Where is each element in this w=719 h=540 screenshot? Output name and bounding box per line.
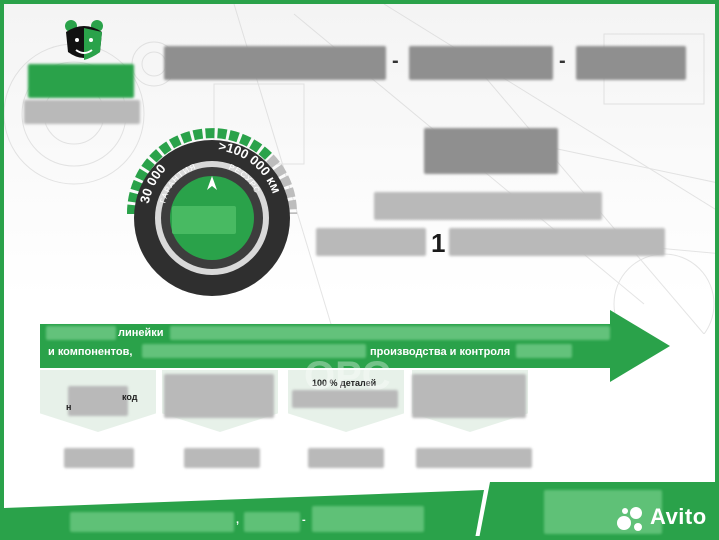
title-part-3 (576, 46, 686, 80)
caption-2 (184, 448, 260, 468)
title-part-1 (164, 46, 386, 80)
arrow-text-block-2 (170, 326, 610, 340)
feature-2-text (164, 374, 274, 418)
feature-3-label: 100 % деталей (312, 378, 377, 388)
brand-name-block (28, 64, 134, 98)
footer-text-2 (244, 512, 300, 532)
caption-3 (308, 448, 384, 468)
watermark-text: OPC (304, 354, 391, 398)
footer-text-3 (312, 506, 424, 532)
title-dash-2: - (559, 50, 566, 72)
brand-subtitle-block (24, 100, 140, 124)
feature-1-prefix: н (66, 402, 72, 412)
avito-logo-icon (617, 507, 642, 531)
brand-logo (65, 20, 103, 60)
info-line-2a (316, 228, 426, 256)
info-line-1 (374, 192, 602, 220)
arrow-text-block-1 (46, 326, 116, 340)
caption-1 (64, 448, 134, 468)
arrow-text-end: производства и контроля (370, 346, 511, 358)
feature-4-text (412, 374, 526, 418)
feature-1-text (68, 386, 128, 416)
arrow-text-block-3 (142, 344, 366, 358)
title-dash-1: - (392, 50, 399, 72)
info-heading-block (424, 128, 558, 174)
avito-watermark: Avito (650, 504, 707, 529)
pointer-icon (207, 176, 217, 190)
footer-badge (544, 490, 662, 534)
feature-3-text (292, 390, 398, 408)
arrow-text-block-4 (516, 344, 572, 358)
caption-4 (416, 448, 532, 468)
title-part-2 (409, 46, 553, 80)
info-digit: 1 (431, 228, 446, 258)
info-line-2b (449, 228, 665, 256)
arrow-text-word: линейки (118, 327, 164, 339)
footer-comma: , (236, 514, 240, 526)
arrow-text-start: и компонентов, (48, 346, 133, 358)
feature-1-label: код (122, 392, 138, 402)
footer-dash: - (302, 514, 306, 526)
warranty-gauge: 30 000 >100 000 км ГАРАНТИЯ РЕСУРС (126, 128, 298, 296)
footer-text-1 (70, 512, 234, 532)
